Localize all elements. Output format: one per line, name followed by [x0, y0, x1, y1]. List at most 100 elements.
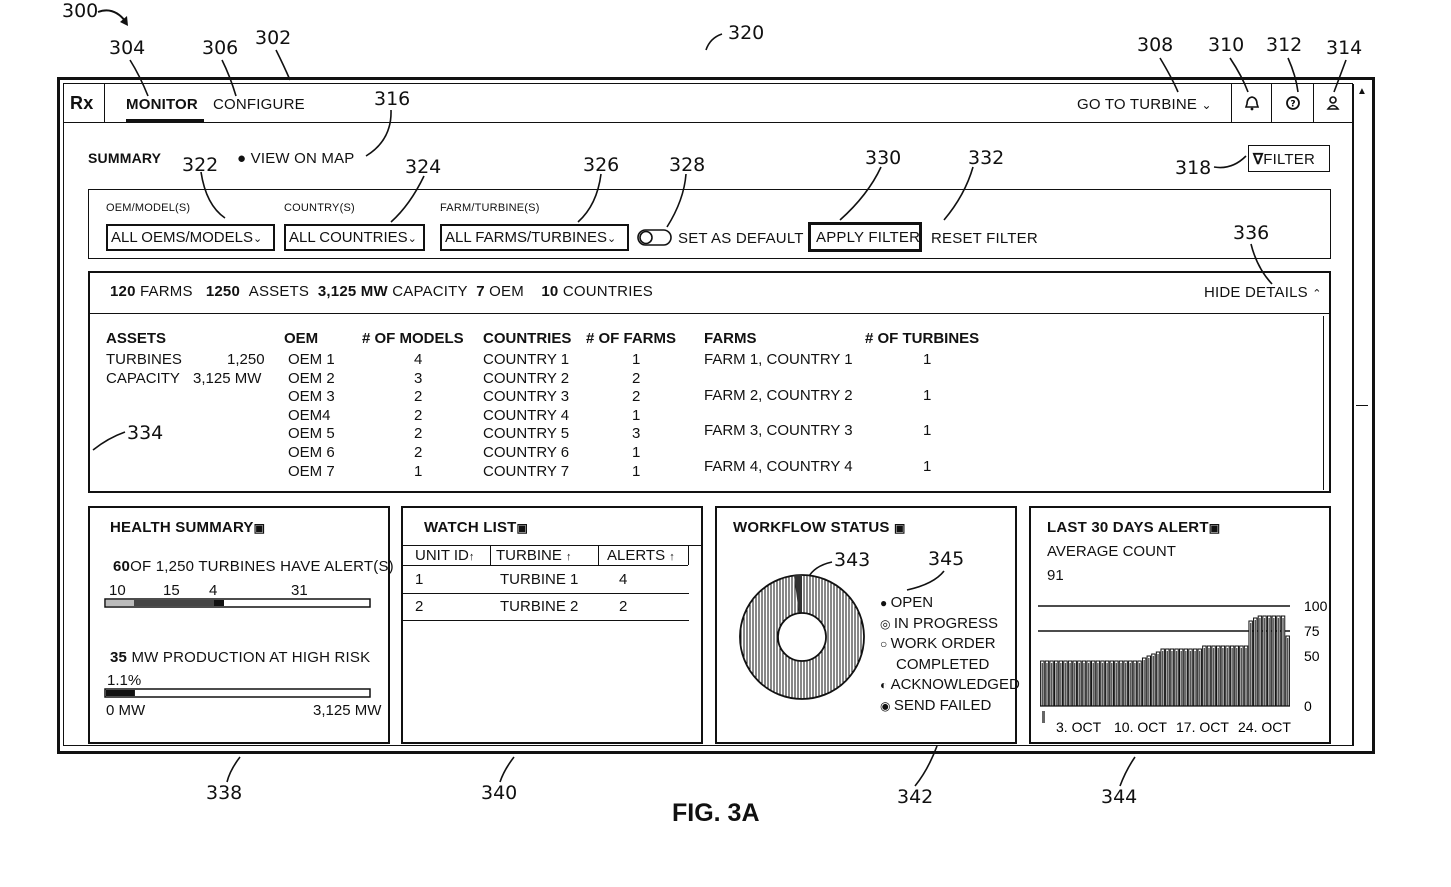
set-default-label: SET AS DEFAULT	[678, 230, 804, 247]
oem-select[interactable]: ALL OEMS/MODELS⌄	[106, 224, 275, 251]
oem-select-value: ALL OEMS/MODELS	[111, 229, 253, 246]
watch-col-sep-2	[598, 545, 599, 565]
alerts-average: 91	[1047, 567, 1064, 584]
workflow-legend-item: ◎ IN PROGRESS	[880, 615, 998, 632]
watch-list-title: WATCH LIST▣	[424, 519, 528, 536]
watch-list-panel	[401, 506, 703, 744]
oem-filter-label: OEM/MODEL(S)	[106, 202, 190, 214]
set-default-toggle[interactable]	[637, 229, 673, 247]
farm-select[interactable]: ALL FARMS/TURBINES⌄	[440, 224, 629, 251]
scroll-up-arrow-icon[interactable]: ▲	[1357, 86, 1367, 97]
chevron-down-icon: ⌄	[408, 233, 417, 245]
watch-alerts: 2	[619, 598, 627, 615]
workflow-title: WORKFLOW STATUS ▣	[733, 519, 906, 536]
funnel-icon: ∇	[1253, 151, 1263, 168]
country-name: COUNTRY 3	[483, 388, 569, 405]
range-handle	[1042, 711, 1045, 723]
user-icon[interactable]	[1325, 95, 1341, 111]
stat-oem-value: 7	[476, 283, 485, 300]
country-name: COUNTRY 7	[483, 463, 569, 480]
risk-text: MW PRODUCTION AT HIGH RISK	[131, 649, 370, 666]
oem-name: OEM 7	[288, 463, 335, 480]
watch-col-alerts[interactable]: ALERTS ↑	[607, 547, 675, 564]
workflow-title-text: WORKFLOW STATUS	[733, 519, 890, 536]
chevron-down-icon: ⌄	[253, 233, 262, 245]
workflow-legend-item: COMPLETED	[896, 656, 989, 673]
risk-value: 35	[110, 649, 127, 666]
legend-marker-icon: ◉	[880, 699, 894, 713]
farm-name: FARM 1, COUNTRY 1	[704, 351, 853, 368]
y-tick-label: 100	[1304, 598, 1328, 614]
workflow-legend-label: OPEN	[891, 594, 934, 611]
details-scrollbar[interactable]	[1323, 316, 1329, 490]
nav-sep-2	[1271, 84, 1272, 122]
stat-countries-label: COUNTRIES	[563, 283, 653, 300]
farm-name: FARM 2, COUNTRY 2	[704, 387, 853, 404]
scrollbar-thumb[interactable]	[1356, 108, 1368, 406]
sort-arrow-icon: ↑	[669, 551, 675, 563]
header-farms-count: # OF FARMS	[586, 330, 676, 347]
oem-name: OEM 3	[288, 388, 335, 405]
tab-configure[interactable]: CONFIGURE	[213, 96, 305, 113]
x-tick-label: 17. OCT	[1176, 719, 1229, 735]
workflow-legend-label: WORK ORDER	[891, 635, 996, 652]
oem-name: OEM4	[288, 407, 331, 424]
workflow-legend-item: ◐ ACKNOWLEDGED	[880, 676, 1020, 693]
segment-label-3: 4	[209, 582, 217, 599]
watch-col-alerts-label: ALERTS	[607, 547, 665, 564]
go-to-turbine-dropdown[interactable]: GO TO TURBINE ⌄	[1077, 96, 1212, 113]
globe-icon: ●	[237, 150, 246, 167]
workflow-legend-label: SEND FAILED	[894, 697, 992, 714]
oem-model-count: 2	[414, 444, 422, 461]
watch-col-unit[interactable]: UNIT ID↑	[415, 547, 474, 564]
y-tick-label: 0	[1304, 698, 1312, 714]
help-icon[interactable]: ?	[1285, 95, 1301, 111]
tab-monitor-underline	[126, 119, 204, 122]
info-icon: ▣	[894, 521, 906, 535]
risk-bar-fill	[106, 690, 135, 696]
risk-bar	[104, 688, 372, 699]
apply-filter-button[interactable]: APPLY FILTER	[808, 222, 922, 252]
hide-details-label: HIDE DETAILS	[1204, 284, 1308, 301]
nav-sep-3	[1313, 84, 1314, 122]
alert-summary-line: 60OF 1,250 TURBINES HAVE ALERT(S)	[113, 558, 394, 575]
nav-sep-1	[1231, 84, 1232, 122]
oem-name: OEM 2	[288, 370, 335, 387]
farm-turbine-count: 1	[923, 387, 931, 404]
x-tick-label: 24. OCT	[1238, 719, 1291, 735]
hide-details-toggle[interactable]: HIDE DETAILS ⌃	[1204, 284, 1322, 301]
tab-monitor[interactable]: MONITOR	[126, 96, 198, 113]
farm-filter-label: FARM/TURBINE(S)	[440, 202, 540, 214]
header-turbines: # OF TURBINES	[865, 330, 979, 347]
watch-header-bottom	[403, 565, 688, 566]
country-select-value: ALL COUNTRIES	[289, 229, 408, 246]
workflow-legend-item: ○ WORK ORDER	[880, 635, 996, 652]
farm-turbine-count: 1	[923, 458, 931, 475]
stat-capacity-value: 3,125 MW	[318, 283, 388, 300]
alerts-bar-chart: 100755003. OCT10. OCT17. OCT24. OCT	[1032, 590, 1328, 740]
filter-button[interactable]: ∇FILTER	[1248, 145, 1330, 172]
summary-title: SUMMARY	[88, 150, 161, 166]
alert-count: 60	[113, 558, 130, 575]
legend-marker-icon: ◎	[880, 617, 894, 631]
watch-col-unit-label: UNIT ID	[415, 547, 469, 564]
country-farm-count: 1	[632, 444, 640, 461]
stat-oem-label: OEM	[489, 283, 524, 300]
alert-segment-bar	[104, 598, 372, 609]
bell-icon[interactable]	[1244, 95, 1260, 111]
farm-turbine-count: 1	[923, 351, 931, 368]
country-farm-count: 1	[632, 351, 640, 368]
view-on-map-link[interactable]: ● VIEW ON MAP	[237, 150, 355, 167]
country-farm-count: 1	[632, 463, 640, 480]
nav-divider	[64, 122, 1353, 123]
oem-model-count: 2	[414, 388, 422, 405]
country-select[interactable]: ALL COUNTRIES⌄	[284, 224, 425, 251]
watch-alerts: 4	[619, 571, 627, 588]
reset-filter-button[interactable]: RESET FILTER	[931, 230, 1038, 247]
risk-min-label: 0 MW	[106, 702, 145, 719]
stat-assets-label: ASSETS	[249, 283, 309, 300]
info-icon: ▣	[254, 521, 266, 535]
country-name: COUNTRY 6	[483, 444, 569, 461]
country-filter-label: COUNTRY(S)	[284, 202, 355, 214]
watch-col-turbine[interactable]: TURBINE ↑	[496, 547, 572, 564]
